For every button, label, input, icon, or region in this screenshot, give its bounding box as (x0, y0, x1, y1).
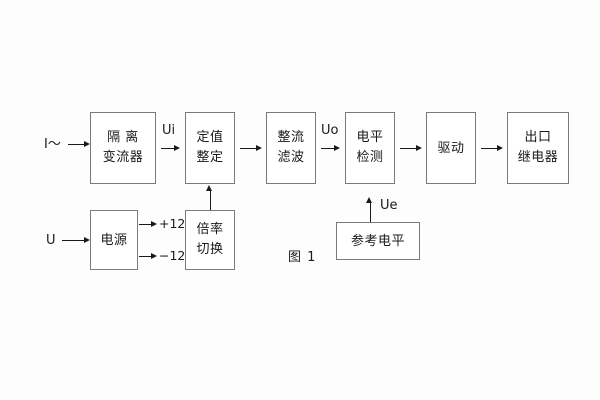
block-output-relay-line-2: 继电器 (517, 150, 559, 165)
block-power-supply[interactable]: 电源 (90, 210, 138, 270)
label-current-input: I～ (44, 137, 61, 152)
arrowhead-isolation-to-setting (174, 144, 180, 151)
figure-caption: 图 1 (288, 250, 317, 265)
label-uo: Uo (321, 123, 339, 138)
block-multiplier-switch-line-1: 倍率 (196, 221, 224, 237)
block-drive[interactable]: 驱动 (426, 112, 476, 184)
connector-level-to-drive (400, 148, 420, 149)
connector-rail-positive (139, 224, 155, 225)
arrowhead-reference-to-level (366, 197, 372, 203)
block-rectify-filter-line-2: 滤波 (277, 150, 305, 165)
arrowhead-rail-positive (151, 220, 157, 227)
connector-rectify-to-level (321, 148, 338, 149)
block-rectify-filter-line-1: 整流 (277, 129, 305, 145)
block-setting-adjustment-line-2: 整定 (196, 150, 224, 165)
connector-rail-negative (139, 256, 155, 257)
block-multiplier-switch-line-2: 切换 (196, 242, 224, 257)
block-isolation-transformer-line-2: 变流器 (102, 150, 144, 165)
label-voltage-input: U (46, 233, 56, 248)
connector-input-to-power (62, 240, 88, 241)
block-setting-adjustment[interactable]: 定值 整定 (185, 112, 235, 184)
block-output-relay[interactable]: 出口 继电器 (507, 112, 569, 184)
arrowhead-level-to-drive (416, 144, 422, 151)
arrowhead-rail-negative (151, 252, 157, 259)
arrowhead-multiplier-to-setting (206, 185, 212, 191)
block-isolation-transformer[interactable]: 隔 离 变流器 (90, 112, 156, 184)
connector-drive-to-output (481, 148, 501, 149)
connector-reference-to-level (369, 202, 371, 222)
arrowhead-input-to-power (84, 236, 90, 243)
block-reference-level-line-1: 参考电平 (350, 233, 405, 249)
block-isolation-transformer-line-1: 隔 离 (107, 129, 139, 145)
block-drive-line-1: 驱动 (437, 140, 465, 156)
block-multiplier-switch[interactable]: 倍率 切换 (185, 210, 235, 270)
block-level-detection[interactable]: 电平 检测 (345, 112, 395, 184)
label-ue: Ue (380, 198, 398, 213)
block-setting-adjustment-line-1: 定值 (196, 129, 224, 145)
arrowhead-drive-to-output (497, 144, 503, 151)
block-level-detection-line-1: 电平 (356, 129, 384, 145)
block-output-relay-line-1: 出口 (524, 129, 552, 145)
arrowhead-input-to-isolation (84, 140, 90, 147)
connector-multiplier-to-setting (209, 190, 211, 210)
connector-input-to-isolation (68, 144, 88, 145)
arrowhead-setting-to-rectify (256, 144, 262, 151)
connector-setting-to-rectify (240, 148, 260, 149)
block-rectify-filter[interactable]: 整流 滤波 (266, 112, 316, 184)
block-power-supply-line-1: 电源 (100, 232, 128, 248)
arrowhead-rectify-to-level (334, 144, 340, 151)
block-level-detection-line-2: 检测 (356, 150, 384, 165)
label-ui: Ui (162, 123, 176, 138)
connector-isolation-to-setting (161, 148, 178, 149)
block-reference-level[interactable]: 参考电平 (336, 222, 420, 260)
